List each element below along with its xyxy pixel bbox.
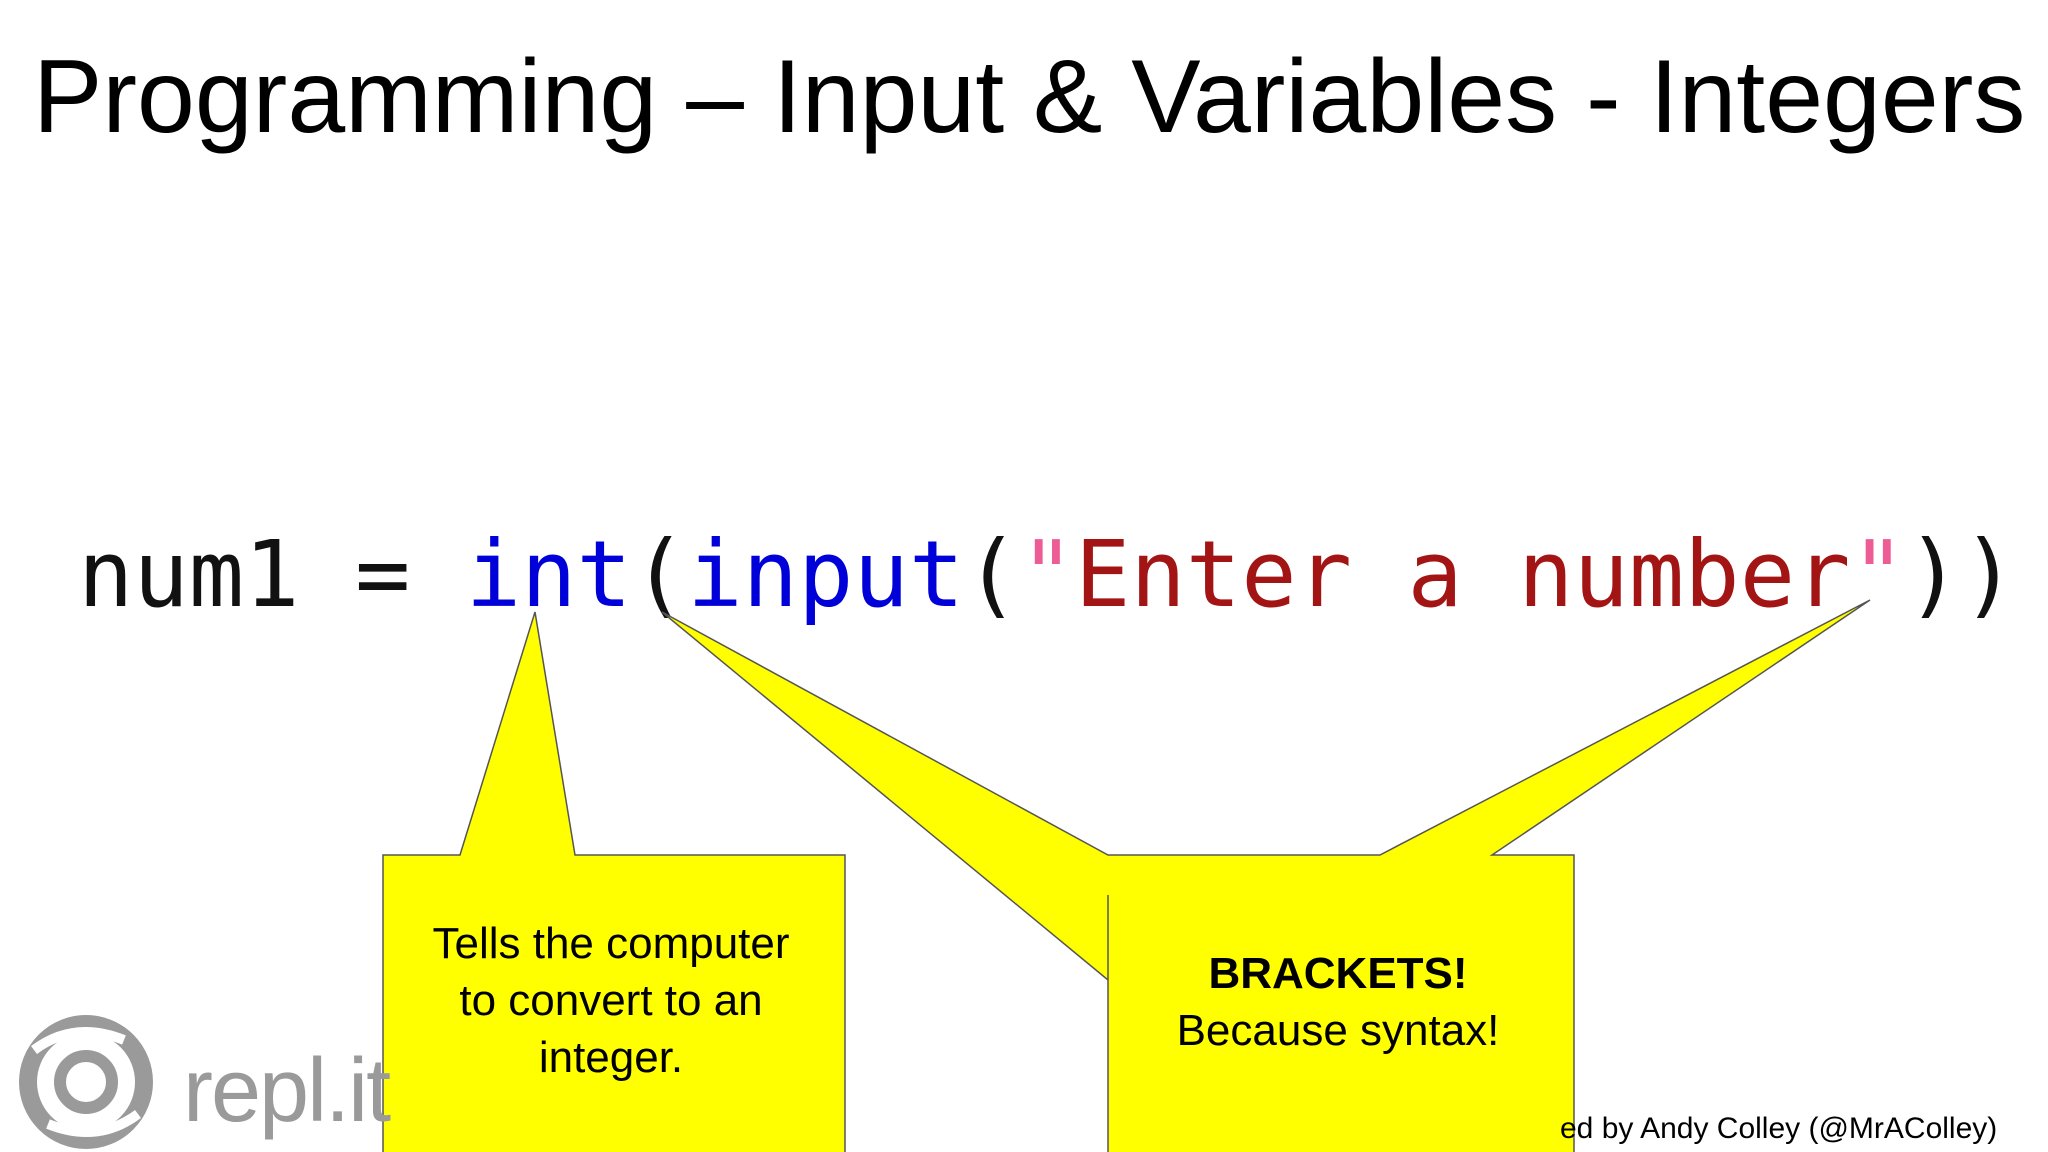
- code-paren-open-1: (: [631, 521, 688, 628]
- int-note-line-3: integer.: [538, 1033, 684, 1082]
- replit-logo-icon: [19, 1015, 153, 1149]
- brackets-callout-text: BRACKETS! Because syntax!: [1108, 945, 1568, 1059]
- replit-logo-wordmark: repl.it: [183, 1041, 391, 1141]
- code-paren-open-2: (: [964, 521, 1020, 628]
- code-line: num1 = int(input("Enter a number")): [78, 520, 2017, 630]
- int-note-line-1: Tells the computer: [432, 919, 790, 968]
- footer-credit: ed by Andy Colley (@MrAColley): [1560, 1112, 1998, 1145]
- code-quote-close: ": [1850, 521, 1906, 628]
- brackets-callout: [661, 599, 1871, 1152]
- brackets-title: BRACKETS!: [1208, 949, 1468, 998]
- code-string: Enter a number: [1075, 521, 1851, 628]
- int-callout-text: Tells the computer to convert to an inte…: [381, 915, 841, 1086]
- code-variable: num1 =: [78, 521, 466, 628]
- code-paren-close: )): [1905, 521, 2017, 628]
- int-note-line-2: to convert to an: [459, 976, 763, 1025]
- brackets-note: Because syntax!: [1176, 1006, 1500, 1055]
- code-input-keyword: input: [687, 521, 965, 628]
- slide-title: Programming – Input & Variables - Intege…: [33, 39, 2026, 155]
- code-quote-open: ": [1019, 521, 1076, 628]
- code-int-keyword: int: [465, 521, 632, 628]
